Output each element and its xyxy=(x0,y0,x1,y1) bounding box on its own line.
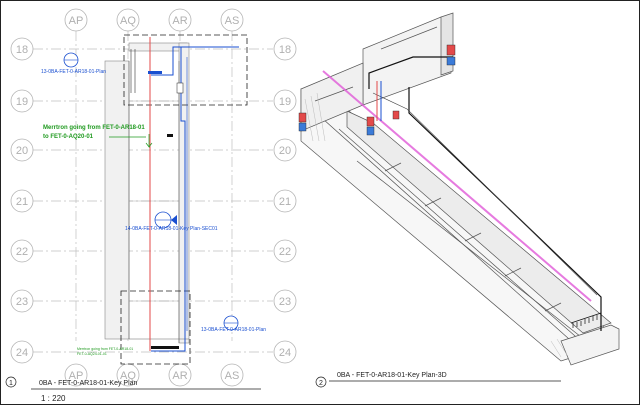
tunnel-structure xyxy=(104,42,190,344)
equipment-mark-bottom xyxy=(151,346,179,349)
col-label-bottom-as: AS xyxy=(225,370,240,382)
col-label-top-aq: AQ xyxy=(120,15,136,27)
section-markers xyxy=(63,52,239,331)
col-label-top-ap: AP xyxy=(69,15,84,27)
column-bubbles-bottom xyxy=(64,363,244,387)
row-label-left-24: 24 xyxy=(16,347,28,359)
view-title-right: 0BA - FET-0-AR18-01-Key Plan-3D xyxy=(337,372,447,379)
panel-box xyxy=(176,82,184,94)
isometric-structure xyxy=(300,12,620,366)
view-number-left: 1 xyxy=(9,380,13,387)
view-number-right: 2 xyxy=(319,380,323,387)
equipment-mark-mid xyxy=(167,134,173,137)
cable-tray-3d-secondary xyxy=(372,92,598,296)
grid-columns xyxy=(75,31,233,341)
equipment-units xyxy=(298,44,456,136)
col-label-bottom-ap: AP xyxy=(69,370,84,382)
column-bubbles-top xyxy=(64,8,244,32)
row-label-right-23: 23 xyxy=(279,296,291,308)
view-scale-left: 1 : 220 xyxy=(41,394,66,403)
wall-hatching xyxy=(304,92,568,358)
green-note-line1: Merrtron going from FET-0-AR18-01 xyxy=(43,125,145,131)
col-label-top-as: AS xyxy=(225,15,240,27)
view-number-circle-left xyxy=(5,376,17,388)
blue-tag-bottom: 13-0BA-FET-0-AR18-01-Plan xyxy=(201,327,266,333)
equipment-mark-top xyxy=(148,71,162,74)
blue-tag-mid: 14-0BA-FET-0-AR18-01-Key Plan-SEC01 xyxy=(125,226,218,232)
blue-tag-top: 13-0BA-FET-0-AR18-01-Plan xyxy=(41,69,106,75)
green-note-bottom-line1: Merrtron going from FET-0-AR18-01 xyxy=(77,347,133,351)
magenta-alignment-line xyxy=(322,70,592,302)
row-bubbles-left xyxy=(10,37,34,364)
row-label-right-18: 18 xyxy=(279,44,291,56)
view-number-circle-right xyxy=(315,376,327,388)
green-arrow-icon xyxy=(145,134,153,149)
row-bubbles-right xyxy=(273,37,297,364)
green-note-bottom-line2: FET-0-AQ24-01-01 xyxy=(77,352,107,356)
row-label-right-19: 19 xyxy=(279,96,291,108)
grid-rows xyxy=(33,48,273,353)
blue-cable-path xyxy=(151,46,239,352)
col-label-top-ar: AR xyxy=(172,15,187,27)
row-label-right-20: 20 xyxy=(279,145,291,157)
terminal-comb xyxy=(570,312,602,328)
row-label-right-21: 21 xyxy=(279,196,291,208)
row-label-left-21: 21 xyxy=(16,196,28,208)
callout-box-top xyxy=(123,34,248,106)
callout-box-bottom xyxy=(120,290,191,365)
row-label-left-22: 22 xyxy=(16,246,28,258)
row-label-left-18: 18 xyxy=(16,44,28,56)
col-label-bottom-aq: AQ xyxy=(120,370,136,382)
view-title-left: 0BA - FET-0-AR18-01-Key Plan xyxy=(39,380,138,387)
row-label-left-19: 19 xyxy=(16,96,28,108)
row-label-right-24: 24 xyxy=(279,347,291,359)
col-label-bottom-ar: AR xyxy=(172,370,187,382)
section-arrow-icon xyxy=(171,215,177,225)
green-note-line2: to FET-0-AQ20-01 xyxy=(43,134,94,140)
row-label-left-20: 20 xyxy=(16,145,28,157)
row-label-right-22: 22 xyxy=(279,246,291,258)
row-label-left-23: 23 xyxy=(16,296,28,308)
